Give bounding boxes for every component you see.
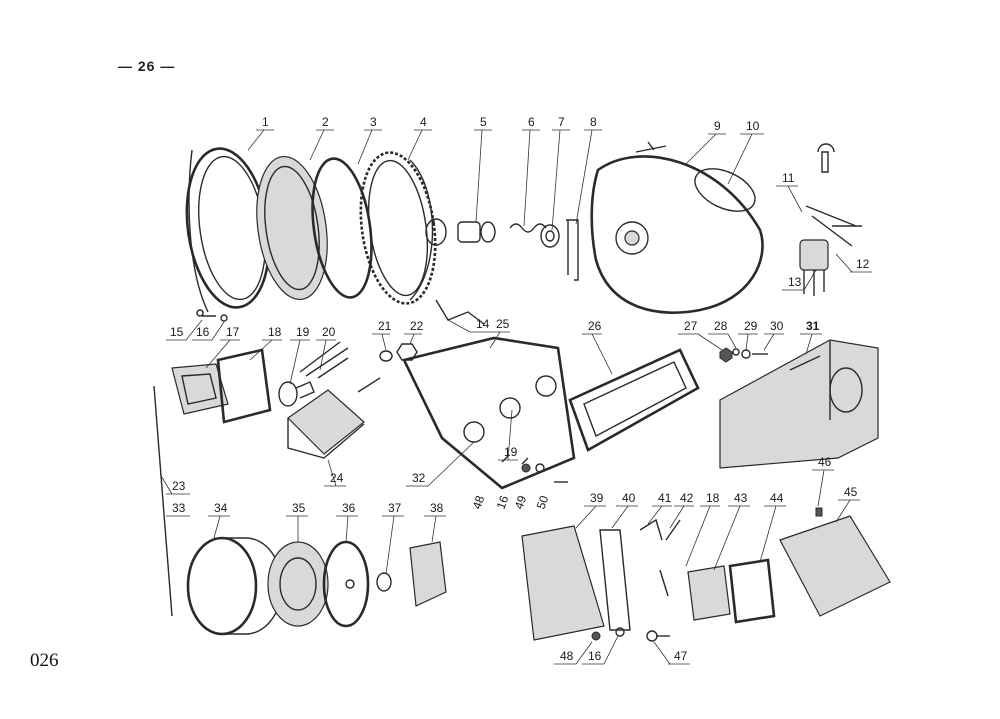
reflector-36 <box>322 540 370 628</box>
washer-nut-21-22 <box>379 343 418 362</box>
lens-43 <box>687 565 731 621</box>
callout-34: 34 <box>214 501 228 515</box>
callout-47: 47 <box>674 649 688 663</box>
callout-16c: 16 <box>588 649 602 663</box>
callout-15: 15 <box>170 325 184 339</box>
callout-11: 11 <box>782 171 795 185</box>
nuts-27-30 <box>719 347 768 363</box>
callout-14: 14 <box>476 317 490 331</box>
gasket-frame-26 <box>568 348 700 452</box>
callout-49: 49 <box>512 493 530 511</box>
callout-46: 46 <box>818 455 832 469</box>
clip-41 <box>639 518 663 541</box>
callout-25: 25 <box>496 317 510 331</box>
callout-35: 35 <box>292 501 306 515</box>
callout-45: 45 <box>844 485 858 499</box>
callout-12: 12 <box>856 257 870 271</box>
screw-47 <box>646 630 670 642</box>
callout-18a: 18 <box>268 325 282 339</box>
callout-16a: 16 <box>196 325 210 339</box>
rod-23-33 <box>153 385 173 617</box>
callout-9: 9 <box>714 119 721 133</box>
callout-8: 8 <box>590 115 597 129</box>
callout-29: 29 <box>744 319 758 333</box>
callout-labels: 1 2 3 4 5 6 7 8 9 10 11 12 13 14 15 16 1… <box>159 115 872 665</box>
callout-13: 13 <box>788 275 802 289</box>
callout-1: 1 <box>262 115 269 129</box>
callout-39: 39 <box>590 491 604 505</box>
rear-lamp-17 <box>171 363 229 415</box>
callout-16b: 16 <box>494 493 512 511</box>
callout-10: 10 <box>746 119 760 133</box>
callout-19b: 19 <box>504 445 518 459</box>
callout-43: 43 <box>734 491 748 505</box>
callout-4: 4 <box>420 115 427 129</box>
stop-lamp-24 <box>287 377 381 459</box>
plate-39 <box>521 525 605 641</box>
headlamp-lens <box>256 155 328 301</box>
cover-45 <box>779 515 891 617</box>
cable-20 <box>299 341 349 379</box>
bracket-40 <box>599 529 631 631</box>
callout-17: 17 <box>226 325 240 339</box>
callout-2: 2 <box>322 115 329 129</box>
callout-20: 20 <box>322 325 336 339</box>
bulb-holder-parts <box>425 218 579 281</box>
headlamp-shell <box>590 141 764 314</box>
reflector <box>359 151 437 305</box>
frame-44 <box>728 558 776 624</box>
bulb-19 <box>278 381 315 407</box>
callout-50: 50 <box>534 493 552 511</box>
callout-42: 42 <box>680 491 694 505</box>
callout-38: 38 <box>430 501 444 515</box>
callout-21: 21 <box>378 319 392 333</box>
callout-48a: 48 <box>470 493 488 511</box>
holder-38 <box>409 541 447 607</box>
fasteners-48-50 <box>501 455 568 483</box>
callout-28: 28 <box>714 319 728 333</box>
callout-40: 40 <box>622 491 636 505</box>
callout-30: 30 <box>770 319 784 333</box>
bulb-37 <box>376 572 392 592</box>
callout-19a: 19 <box>296 325 310 339</box>
nuts-48-16 <box>591 627 625 641</box>
tail-lamp-31 <box>719 339 879 469</box>
callout-41: 41 <box>658 491 672 505</box>
wire-42 <box>659 519 681 597</box>
callout-36: 36 <box>342 501 356 515</box>
callout-3: 3 <box>370 115 377 129</box>
callout-26: 26 <box>588 319 602 333</box>
page-number: — 26 — <box>118 58 176 74</box>
callout-48b: 48 <box>560 649 574 663</box>
callout-6: 6 <box>528 115 535 129</box>
callout-7: 7 <box>558 115 565 129</box>
callout-33: 33 <box>172 501 186 515</box>
screw-15-16 <box>196 309 228 322</box>
gasket-18 <box>216 348 272 424</box>
callout-22: 22 <box>410 319 424 333</box>
plate-id: 026 <box>30 650 59 671</box>
callout-31: 31 <box>806 319 820 333</box>
callout-32: 32 <box>412 471 426 485</box>
screw-46 <box>815 507 823 517</box>
callout-37: 37 <box>388 501 402 515</box>
callout-5: 5 <box>480 115 487 129</box>
callout-18b: 18 <box>706 491 720 505</box>
ignition-switch <box>799 143 862 296</box>
callout-23: 23 <box>172 479 186 493</box>
callout-24: 24 <box>330 471 344 485</box>
lamp-lens-35 <box>267 541 329 627</box>
callout-27: 27 <box>684 319 698 333</box>
callout-44: 44 <box>770 491 784 505</box>
